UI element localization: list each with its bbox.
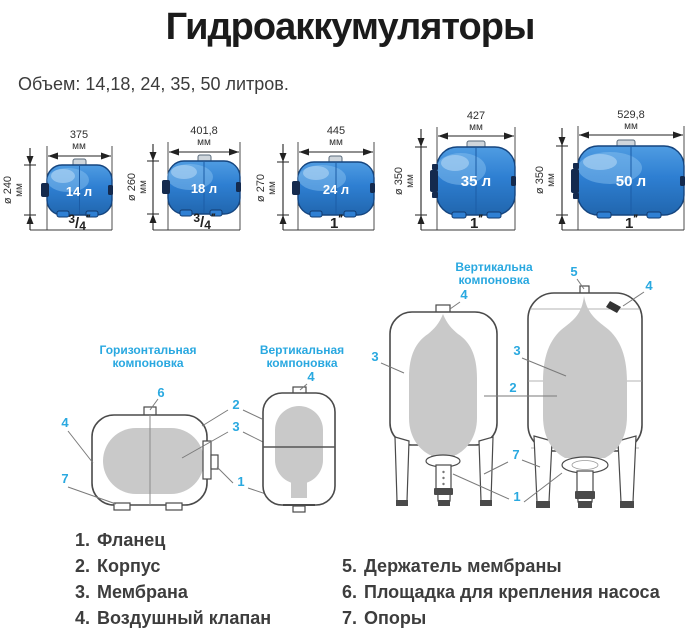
callout-air-valve: 4 [307,369,315,384]
tank-volume-label: 24 л [323,182,349,197]
large-vertical-tank-right: 5 4 3 2 7 1 [452,264,653,508]
tank-volume-label: 50 л [616,173,646,190]
layout-drawings: 6 4 7 2 3 1 4 [61,264,653,513]
callout-supports: 7 [61,471,68,486]
legend-column-left: 1.Фланец 2.Корпус 3.Мембрана 4.Воздушный… [75,527,271,631]
legend-column-right: 5.Держатель мембраны 6.Площадка для креп… [342,553,660,631]
tank-volume-label: 14 л [66,184,92,199]
callout-membrane: 3 [371,349,378,364]
callout-air-valve: 4 [460,287,468,302]
callout-flange: 1 [513,489,520,504]
callout-pump-platform: 6 [157,385,164,400]
callout-membrane-holder: 5 [570,264,577,279]
large-vertical-tank-left: 4 3 [371,287,498,506]
callout-air-valve: 4 [61,415,69,430]
thread-label-35l: 1′′ [469,212,483,232]
page-title: Гидроаккумуляторы [165,6,536,48]
legend-item-membrane-holder: 5.Держатель мембраны [342,556,562,576]
volume-subtitle: Объем: 14,18, 24, 35, 50 литров. [18,74,289,94]
callout-body: 2 [509,380,516,395]
horizontal-tank-drawing: 6 4 7 2 3 1 [61,385,291,511]
callout-body: 2 [232,397,239,412]
tank-module-35l: 35 л [415,127,516,231]
tank-dimensions-drawing: 14 л 18 л [24,126,685,231]
tank-volume-label: 35 л [461,173,491,190]
thread-label-18l: 3/4′′ [193,211,215,232]
callout-air-valve: 4 [645,278,653,293]
small-vertical-tank-drawing: 4 [262,369,336,513]
tank-module-14l: 14 л [24,146,113,231]
tank-module-50l: 50 л [556,126,685,231]
tank-module-18l: 18 л [147,142,241,231]
tank-volume-label: 18 л [191,181,217,196]
legend-item-body: 2.Корпус [75,556,161,576]
callout-membrane: 3 [232,419,239,434]
legend-item-supports: 7.Опоры [342,608,427,628]
tank-module-24l: 24 л [277,142,375,231]
legend-item-membrane: 3.Мембрана [75,582,188,602]
thread-label-14l: 3/4′′ [68,212,90,233]
thread-label-50l: 1′′ [624,212,638,232]
legend-item-pump-platform: 6.Площадка для крепления насоса [342,582,660,602]
legend-item-flange: 1.Фланец [75,530,166,550]
thread-label-24l: 1′′ [329,212,343,232]
legend-item-air-valve: 4.Воздушный клапан [75,608,272,628]
callout-flange: 1 [237,474,244,489]
callout-supports: 7 [512,447,519,462]
callout-membrane: 3 [513,343,520,358]
